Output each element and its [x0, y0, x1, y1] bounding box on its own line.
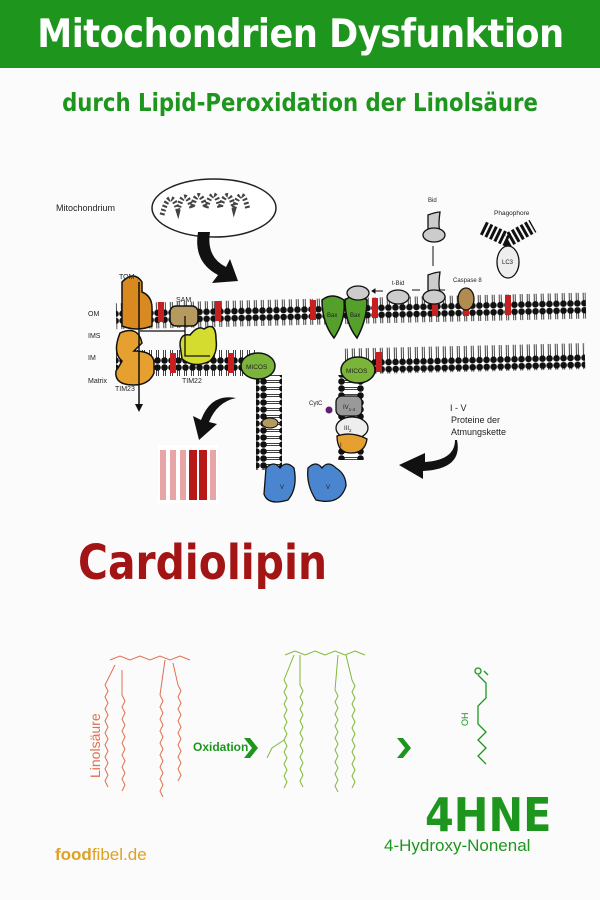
page-title: Mitochondrien Dysfunktion [36, 11, 564, 57]
tom-complex [121, 275, 153, 330]
lc3-protein [496, 245, 520, 279]
curved-arrow-icon [193, 397, 236, 440]
cardiolipin-heading: Cardiolipin [78, 535, 328, 591]
tim23-label: TIM23 [115, 386, 135, 393]
complex-v-left [263, 463, 296, 503]
om-label: OM [88, 311, 99, 318]
resp-chain-label-2: Atmungskette [451, 427, 506, 437]
4hne-fullname: 4-Hydroxy-Nonenal [384, 836, 531, 855]
bax-label: Bax [350, 313, 360, 319]
caspase-8-protein [457, 287, 475, 311]
mitochondria-diagram: Mitochondrium TOM OM IMS IM Matrix TIM23… [56, 178, 587, 503]
oxidized-cardiolipin-structure [266, 650, 366, 793]
4hne-structure [474, 667, 489, 765]
matrix-label: Matrix [88, 378, 108, 385]
hydroxyl-label: OH [460, 713, 470, 727]
cardiolipin-membrane-icon [158, 445, 218, 503]
micos-label: MICOS [246, 364, 268, 371]
tim22-label: TIM22 [182, 378, 202, 385]
micos-right [340, 356, 376, 384]
inner-membrane [344, 343, 586, 375]
im-label: IM [88, 355, 96, 362]
lc3-label: LC3 [502, 260, 514, 266]
chevron-right-icon [244, 738, 258, 758]
complex-i-label: I [340, 443, 342, 449]
micos-label: MICOS [346, 368, 368, 375]
brand-logo[interactable]: foodfibel.de [55, 845, 147, 865]
complex-iii-label: III2 [344, 426, 352, 433]
tim23-complex [115, 329, 155, 386]
page-subtitle: durch Lipid-Peroxidation der Linolsäure [62, 88, 538, 117]
bax-protein [321, 295, 346, 340]
tom-label: TOM [119, 274, 135, 281]
mitochondrion-illustration [151, 178, 277, 238]
title-bar: Mitochondrien Dysfunktion [0, 0, 600, 68]
brand-logo-bold: food [55, 845, 92, 864]
chevron-right-icon [397, 738, 411, 758]
brand-logo-rest: fibel.de [91, 845, 147, 864]
complex-v-label: V [326, 485, 330, 491]
curved-arrow-icon [399, 440, 458, 479]
caspase-label: Caspase 8 [453, 278, 482, 284]
linoleic-acid-label: Linolsäure [87, 713, 103, 778]
phagophore-label: Phagophore [494, 210, 530, 217]
cytc-label: CytC [309, 401, 323, 407]
resp-chain-range: I - V [450, 403, 467, 413]
mitochondrium-label: Mitochondrium [56, 203, 115, 213]
tbid-label: t-Bid [392, 281, 404, 287]
complex-v-right [307, 463, 347, 503]
4hne-heading: 4HNE [425, 788, 552, 842]
curved-arrow-icon [197, 232, 238, 283]
bid-label: Bid [428, 198, 437, 204]
tim22-complex [179, 325, 218, 366]
oxidation-label: Oxidation [193, 740, 248, 754]
complex-iv-label: IV1-4 [343, 405, 356, 412]
ims-label: IMS [88, 333, 101, 340]
tbid-protein [386, 289, 410, 305]
resp-chain-label-1: Proteine der [451, 415, 500, 425]
complex-v-label: V [280, 485, 284, 491]
bax-label: Bax [327, 313, 337, 319]
linoleic-cardiolipin-structure [104, 655, 191, 798]
bid-protein [422, 227, 446, 243]
sam-label: SAM [176, 297, 191, 304]
oxidation-pathway: Linolsäure Oxidation OH [87, 650, 489, 798]
micos-left [240, 352, 276, 380]
sam-complex [169, 305, 199, 327]
